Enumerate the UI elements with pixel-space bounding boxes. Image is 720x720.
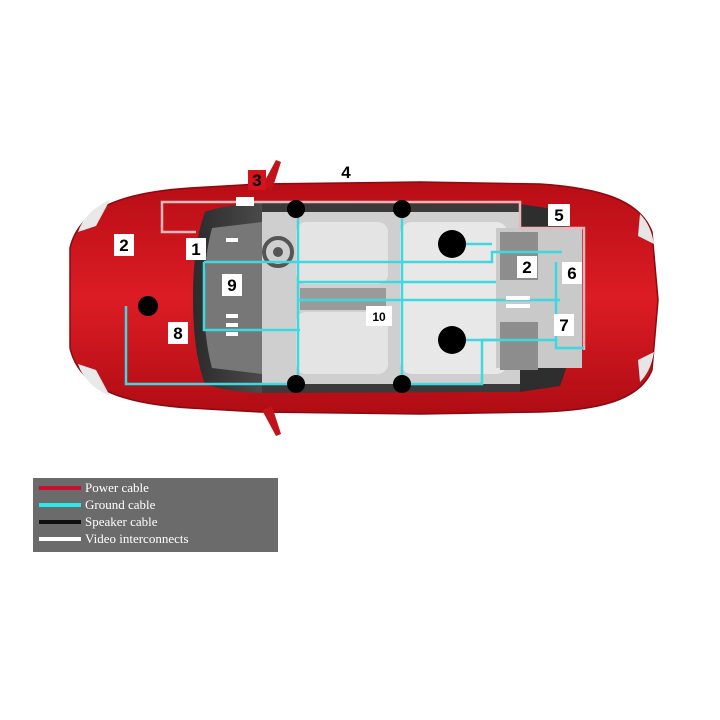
svg-text:2: 2	[119, 236, 128, 255]
video-swatch	[39, 537, 81, 541]
callout-4: 4	[341, 163, 351, 182]
callout-7: 7	[554, 314, 574, 336]
speaker-front-left	[287, 200, 305, 218]
svg-text:6: 6	[567, 264, 576, 283]
svg-text:4: 4	[341, 163, 351, 182]
power-cable-route	[160, 200, 586, 350]
head-unit-connector-2	[226, 314, 238, 318]
callout-9: 9	[222, 274, 242, 296]
legend-label: Ground cable	[85, 497, 156, 512]
speaker-swatch	[39, 520, 81, 524]
callout-5: 5	[548, 204, 570, 226]
svg-text:8: 8	[173, 324, 182, 343]
callout-1: 1	[186, 238, 206, 260]
head-unit-connector-4	[226, 332, 238, 336]
components	[226, 197, 530, 336]
speakers	[138, 200, 466, 393]
svg-text:2: 2	[522, 258, 531, 277]
callout-3: 3	[248, 170, 266, 190]
speaker-rear-left	[393, 200, 411, 218]
legend-item-ground: Ground cable	[39, 497, 155, 513]
legend-label: Speaker cable	[85, 514, 158, 529]
callouts: 1 2 2 3 4 5 6 7 8 9 10	[114, 163, 582, 344]
head-unit-connector-1	[226, 238, 238, 242]
callout-10: 10	[366, 306, 392, 326]
legend-label: Power cable	[85, 480, 149, 495]
svg-text:5: 5	[554, 206, 563, 225]
dash-speaker	[138, 296, 158, 316]
callout-2-rear: 2	[517, 256, 537, 278]
subwoofer-right	[438, 326, 466, 354]
speaker-rear-right	[393, 375, 411, 393]
callout-6: 6	[562, 262, 582, 284]
legend-item-video: Video interconnects	[39, 531, 189, 547]
amplifier-terminal-1	[506, 296, 530, 300]
head-unit-connector-3	[226, 323, 238, 327]
ground-swatch	[39, 503, 81, 507]
legend-item-speaker: Speaker cable	[39, 514, 158, 530]
legend: Power cable Ground cable Speaker cable V…	[33, 478, 278, 552]
fuse-holder	[236, 197, 254, 206]
legend-label: Video interconnects	[85, 531, 189, 546]
svg-text:10: 10	[372, 310, 386, 324]
amplifier-terminal-2	[506, 304, 530, 308]
callout-2-front: 2	[114, 234, 134, 256]
svg-text:3: 3	[252, 171, 261, 190]
speaker-front-right	[287, 375, 305, 393]
svg-text:9: 9	[227, 276, 236, 295]
power-swatch	[39, 486, 81, 490]
subwoofer-left	[438, 230, 466, 258]
svg-text:7: 7	[559, 316, 568, 335]
callout-8: 8	[168, 322, 188, 344]
ground-cable-route	[124, 212, 584, 386]
svg-text:1: 1	[191, 240, 200, 259]
legend-item-power: Power cable	[39, 480, 149, 496]
